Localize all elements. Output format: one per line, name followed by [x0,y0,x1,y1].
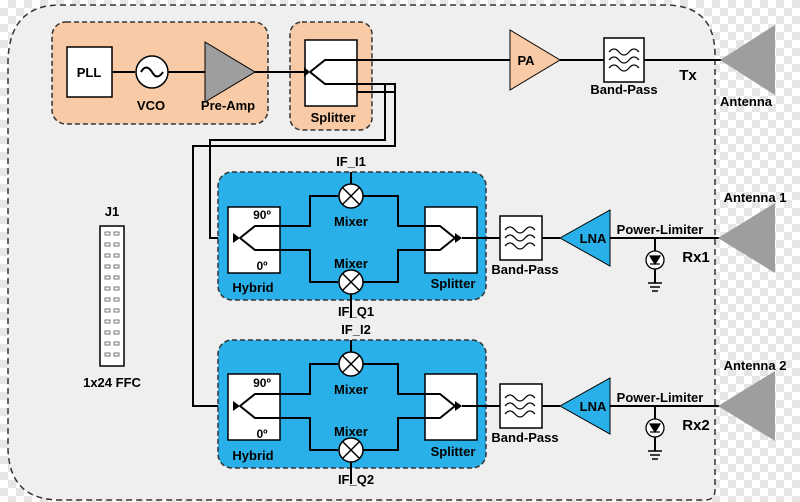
splitter-top-box [304,39,358,107]
hybrid2-label: Hybrid [232,448,273,463]
deg90-1-label: 90º [253,208,271,222]
ffc-connector [99,225,125,367]
preamp-triangle [204,41,256,103]
deg90-2-label: 90º [253,376,271,390]
bandpass2-box [499,383,543,429]
mixer3-label: Mixer [334,382,368,397]
pa-triangle [509,29,561,91]
lna1-label: LNA [580,231,607,246]
bandpass1-label: Band-Pass [491,262,558,277]
antenna-tx-label: Antenna [720,94,773,109]
pa-label: PA [517,53,535,68]
if-i1-label: IF_I1 [336,154,366,169]
deg0-1-label: 0º [256,259,268,273]
if-q1-label: IF_Q1 [338,304,374,319]
bandpass-tx-label: Band-Pass [590,82,657,97]
splitter2-label: Splitter [431,444,476,459]
ffc-pins [104,231,120,357]
hybrid1-label: Hybrid [232,280,273,295]
antenna1-icon [718,203,775,273]
mixer4-label: Mixer [334,424,368,439]
rx1-label: Rx1 [682,249,710,266]
antenna1-label: Antenna 1 [724,190,787,205]
mixer2-label: Mixer [334,256,368,271]
rx2-label: Rx2 [682,417,710,434]
splitter1-label: Splitter [431,276,476,291]
splitter-top-label: Splitter [311,110,356,125]
bandpass2-label: Band-Pass [491,430,558,445]
antenna2-label: Antenna 2 [724,358,787,373]
bandpass-tx-box [603,37,645,83]
if-q2-label: IF_Q2 [338,472,374,487]
tx-label: Tx [679,67,697,84]
antenna-tx-icon [720,25,775,95]
if-i2-label: IF_I2 [341,322,371,337]
j1-label: J1 [105,204,119,219]
pll-label: PLL [77,65,102,80]
deg0-2-label: 0º [256,427,268,441]
preamp-label: Pre-Amp [201,98,255,113]
mixer1-label: Mixer [334,214,368,229]
power-limiter1-label: Power-Limiter [617,222,704,237]
power-limiter2-label: Power-Limiter [617,390,704,405]
bandpass1-box [499,215,543,261]
vco-label: VCO [137,98,165,113]
antenna2-icon [718,371,775,441]
ffc-label: 1x24 FFC [83,375,141,390]
lna2-label: LNA [580,399,607,414]
